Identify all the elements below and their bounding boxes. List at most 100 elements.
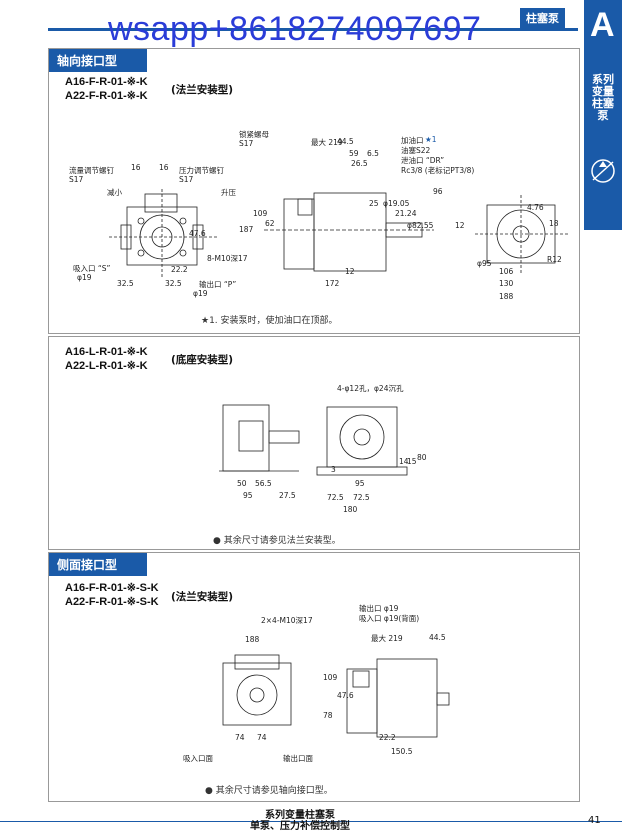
model-code: A22-L-R-01-※-K: [65, 360, 148, 372]
label: 油塞S22: [401, 146, 431, 155]
label: 16: [131, 163, 141, 172]
page-number: 41: [588, 815, 601, 826]
label: 50: [237, 479, 247, 488]
section-heading: 轴向接口型: [49, 49, 147, 72]
section-note: ● 其余尺寸请参见法兰安装型。: [213, 536, 341, 546]
base-side-view-drawing: [219, 404, 300, 472]
label: 62: [265, 219, 275, 228]
footer-title: 系列变量柱塞泵 单泵、压力补偿控制型: [250, 810, 350, 832]
label: S17: [179, 175, 194, 184]
label: 72.5: [327, 493, 344, 502]
side-tab-text: 系列变量柱塞泵: [592, 73, 614, 122]
model-code: A22-F-R-01-※-K: [65, 90, 148, 102]
label: 4-φ12孔，φ24沉孔: [337, 384, 404, 393]
section-note: ● 其余尺寸请参见轴向接口型。: [205, 786, 333, 796]
side-tab: [584, 0, 622, 230]
label: 25: [369, 199, 379, 208]
label: φ19.05: [383, 199, 410, 208]
model-code: A16-F-R-01-※-S-K: [65, 582, 159, 594]
label: 188: [499, 292, 514, 301]
label: 59: [349, 149, 359, 158]
label: 12: [345, 267, 355, 276]
label: 21.24: [395, 209, 417, 218]
mount-type: (法兰安装型): [171, 84, 234, 96]
label: φ19: [77, 273, 92, 282]
side-view-drawing: [264, 192, 434, 272]
label: 12: [455, 221, 465, 230]
category-bar: [48, 6, 578, 31]
label: 188: [245, 635, 260, 644]
label: 95: [355, 479, 365, 488]
label: 升压: [221, 188, 236, 197]
label: 锁紧螺母: [239, 130, 269, 139]
label: 74: [235, 733, 245, 742]
label: 流量调节螺钉: [69, 166, 114, 175]
front-view-drawing: [109, 189, 219, 279]
label: 16: [159, 163, 169, 172]
label: 44.5: [429, 633, 446, 642]
label: R12: [547, 255, 562, 264]
label: 22.2: [379, 733, 396, 742]
label: 180: [343, 505, 358, 514]
label: 44.5: [337, 137, 354, 146]
label: 8-M10深17: [207, 254, 248, 263]
section-note: ★1. 安装泵时，使加油口在顶部。: [201, 316, 338, 326]
label: 32.5: [117, 279, 134, 288]
label: φ19: [193, 289, 208, 298]
category-label: 柱塞泵: [520, 8, 565, 28]
label: 172: [325, 279, 340, 288]
label: 输出口 φ19: [359, 604, 399, 613]
label: 输出口 “P”: [199, 280, 237, 289]
label: 吸入口 φ19(背面): [359, 614, 420, 623]
label: 109: [253, 209, 268, 218]
label: 72.5: [353, 493, 370, 502]
label: 47.6: [337, 691, 354, 700]
label: 6.5: [367, 149, 379, 158]
label: 187: [239, 225, 254, 234]
label: 泄油口 “DR”: [401, 156, 445, 165]
label: 22.2: [171, 265, 188, 274]
side-tab-letter: A: [590, 6, 615, 44]
section-base-mount: A16-L-R-01-※-K A22-L-R-01-※-K (底座安装型) 50…: [48, 336, 580, 550]
side-port-side-view-drawing: [346, 658, 450, 738]
label: 130: [499, 279, 514, 288]
label: S17: [69, 175, 84, 184]
label: 96: [433, 187, 443, 196]
label: 78: [323, 711, 333, 720]
label: 32.5: [165, 279, 182, 288]
footer-rule: [0, 821, 622, 822]
footer-line-2: 单泵、压力补偿控制型: [250, 821, 350, 832]
model-code: A22-F-R-01-※-S-K: [65, 596, 159, 608]
label: 减小: [107, 188, 122, 197]
label: 56.5: [255, 479, 272, 488]
label: 加油口: [401, 136, 424, 145]
label: 26.5: [351, 159, 368, 168]
label: 95: [243, 491, 253, 500]
label: 最大 219: [311, 138, 343, 147]
label: 106: [499, 267, 514, 276]
label: Rc3/8 (老标记PT3/8): [401, 166, 475, 175]
label: 47.6: [189, 229, 206, 238]
label: 压力调节螺钉: [179, 166, 224, 175]
label: 80: [417, 453, 427, 462]
model-code: A16-L-R-01-※-K: [65, 346, 148, 358]
section-side-port: 侧面接口型 A16-F-R-01-※-S-K A22-F-R-01-※-S-K …: [48, 552, 580, 802]
label: 15: [407, 457, 417, 466]
base-front-view-drawing: [316, 406, 408, 476]
flange-view-drawing: [475, 195, 569, 273]
model-code: A16-F-R-01-※-K: [65, 76, 148, 88]
label: 27.5: [279, 491, 296, 500]
label: S17: [239, 139, 254, 148]
pump-symbol-icon: [591, 159, 615, 183]
label: 2×4-M10深17: [261, 616, 313, 625]
label: 109: [323, 673, 338, 682]
label: φ95: [477, 259, 492, 268]
mount-type: (底座安装型): [171, 354, 234, 366]
label: 输出口面: [283, 754, 313, 763]
section-axial: 轴向接口型 A16-F-R-01-※-K A22-F-R-01-※-K (法兰安…: [48, 48, 580, 334]
label: 3: [331, 465, 336, 474]
label: 74: [257, 733, 267, 742]
label: 4.76: [527, 203, 544, 212]
label: φ82.55: [407, 221, 434, 230]
label: 14: [399, 457, 409, 466]
